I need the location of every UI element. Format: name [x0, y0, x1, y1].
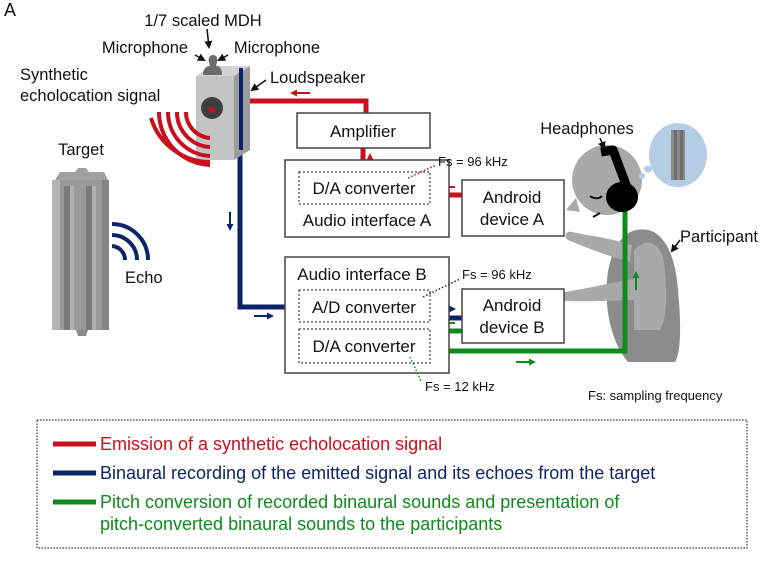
ad-converter-b-box [298, 289, 431, 323]
da-converter-a-label: D/A converter [313, 179, 416, 198]
emission-waves [149, 111, 211, 167]
emission-arrow-left [290, 89, 310, 97]
headphones-icon [600, 145, 638, 212]
audio-interface-a-box [284, 159, 450, 238]
legend-item-presentation: Pitch conversion of recorded binaural so… [53, 492, 620, 534]
fs-b-ad-label: Fs = 96 kHz [462, 267, 532, 282]
ad-converter-b-label: A/D converter [312, 298, 416, 317]
panel-label: A [4, 0, 16, 20]
microphone-right-label: Microphone [234, 39, 320, 57]
android-device-b-box [461, 288, 565, 344]
audio-interface-a-label: Audio interface A [303, 211, 432, 230]
synthetic-signal-label-1: Synthetic [20, 66, 88, 84]
headphones-pointer-arrow [598, 137, 606, 150]
fs-note: Fs: sampling frequency [588, 388, 723, 403]
amplifier-label: Amplifier [330, 122, 396, 141]
legend-item-emission: Emission of a synthetic echolocation sig… [53, 434, 442, 454]
presentation-wire-headphones [430, 208, 628, 354]
participant-label: Participant [680, 228, 758, 246]
loudspeaker-label: Loudspeaker [270, 69, 366, 87]
participant-pointer-arrow [670, 239, 681, 253]
amplifier-box [296, 112, 431, 149]
microphone-left-label: Microphone [102, 39, 188, 57]
fs-a-leader [407, 164, 437, 179]
fs-b-da-label: Fs = 12 kHz [425, 379, 495, 394]
mdh-pointer-arrow [204, 28, 213, 49]
android-device-b-label-2: device B [479, 318, 544, 337]
presentation-arrow-up [632, 271, 640, 290]
fs-b-da-leader [409, 356, 422, 382]
loudspeaker-pointer-arrow [250, 79, 267, 92]
legend-text-presentation-1: Pitch conversion of recorded binaural so… [100, 492, 620, 512]
thought-bubble [639, 123, 707, 187]
recording-arrow-down [226, 212, 234, 231]
microphone-head-icon [203, 55, 222, 75]
microphone-right-pointer-arrow [217, 53, 229, 61]
legend-text-recording: Binaural recording of the emitted signal… [100, 463, 655, 483]
legend-text-presentation-2: pitch-converted binaural sounds to the p… [100, 514, 502, 534]
target-object [52, 168, 109, 336]
headphones-label: Headphones [540, 120, 634, 138]
da-converter-a-box [298, 171, 431, 205]
android-device-a-label-1: Android [483, 188, 542, 207]
target-label: Target [58, 141, 104, 159]
da-converter-b-label: D/A converter [313, 337, 416, 356]
audio-interface-b-box [284, 256, 450, 374]
presentation-arrow-right [516, 358, 536, 366]
mdh-device [196, 55, 250, 160]
audio-interface-b-label: Audio interface B [297, 265, 426, 284]
android-device-a-label-2: device A [480, 210, 545, 229]
android-device-a-box [461, 179, 565, 237]
mdh-label: 1/7 scaled MDH [144, 12, 261, 30]
legend-text-emission: Emission of a synthetic echolocation sig… [100, 434, 442, 454]
legend-box [36, 419, 748, 549]
emission-wire-loudspeaker [244, 98, 369, 115]
microphone-left-pointer-arrow [194, 53, 206, 61]
synthetic-signal-label-2: echolocation signal [20, 87, 160, 105]
android-device-b-label-1: Android [483, 296, 542, 315]
da-converter-b-box [298, 328, 431, 364]
echo-label: Echo [125, 269, 163, 287]
echo-waves [111, 222, 150, 261]
fs-a-label: Fs = 96 kHz [438, 154, 508, 169]
legend-item-recording: Binaural recording of the emitted signal… [53, 463, 655, 483]
recording-arrow-right [254, 312, 274, 320]
